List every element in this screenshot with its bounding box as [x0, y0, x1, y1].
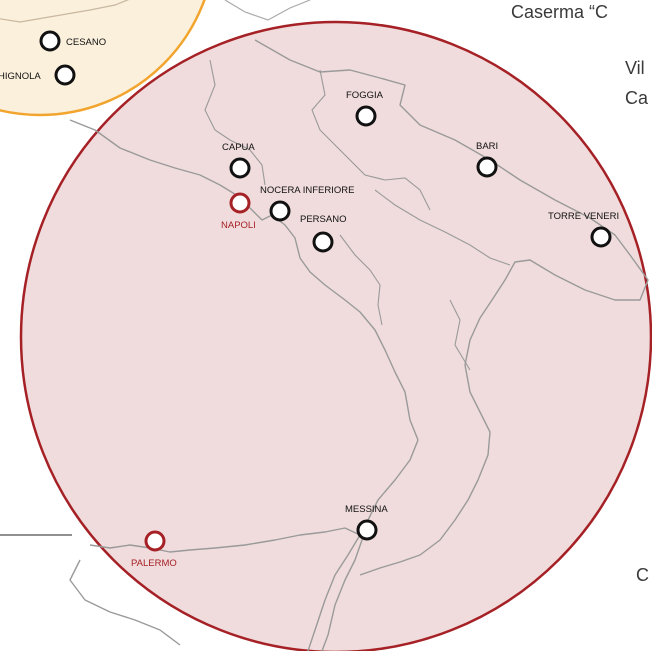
marker-napoli[interactable]: [229, 192, 251, 214]
marker-bari[interactable]: [476, 156, 498, 178]
outer-land-outline: [224, 0, 311, 21]
label-cesano: CESANO: [66, 37, 106, 48]
border-4: [374, 189, 511, 266]
border-3: [339, 234, 383, 326]
side-text-vil: Vil: [625, 58, 645, 78]
label-bari: BARI: [476, 141, 498, 152]
border-5: [449, 299, 471, 371]
border-2: [311, 69, 431, 211]
inset-region-circle: [0, 0, 206, 117]
marker-persano[interactable]: [312, 231, 334, 253]
label-napoli: NAPOLI: [221, 220, 256, 231]
marker-messina[interactable]: [356, 519, 378, 541]
side-text-caserma: Caserma “C: [511, 2, 609, 22]
marker-capua[interactable]: [229, 157, 251, 179]
adriatic-coast: [254, 39, 649, 576]
marker-foggia[interactable]: [355, 105, 377, 127]
label-foggia: FOGGIA: [346, 90, 384, 101]
border-1: [204, 59, 266, 186]
marker-nocera-inferiore[interactable]: [269, 200, 291, 222]
inset-region: [0, 0, 206, 117]
label-palermo: PALERMO: [131, 558, 177, 569]
inset-markers: CESANO HIGNOLA: [0, 30, 106, 86]
marker-torre-veneri[interactable]: [590, 226, 612, 248]
label-nocera-inferiore: NOCERA INFERIORE: [260, 185, 355, 196]
inset-coastline: [0, 0, 130, 23]
marker-palermo[interactable]: [144, 530, 166, 552]
city-markers: FOGGIA CAPUA BARI NOCERA INFERIORE NAPOL…: [131, 90, 619, 569]
label-capua: CAPUA: [222, 142, 255, 153]
main-region: [19, 20, 652, 651]
side-text-c: C: [636, 565, 649, 585]
label-hignola: HIGNOLA: [0, 71, 41, 82]
side-text-ca: Ca: [625, 88, 649, 108]
main-region-circle: [19, 20, 652, 651]
marker-hignola[interactable]: [54, 64, 76, 86]
regional-borders: [204, 59, 511, 371]
sicily-coast: [89, 527, 361, 651]
label-messina: MESSINA: [345, 504, 388, 515]
label-torre-veneri: TORRE VENERI: [548, 211, 619, 222]
sicily-south-coast: [69, 559, 181, 646]
label-persano: PERSANO: [300, 214, 346, 225]
marker-cesano[interactable]: [39, 30, 61, 52]
